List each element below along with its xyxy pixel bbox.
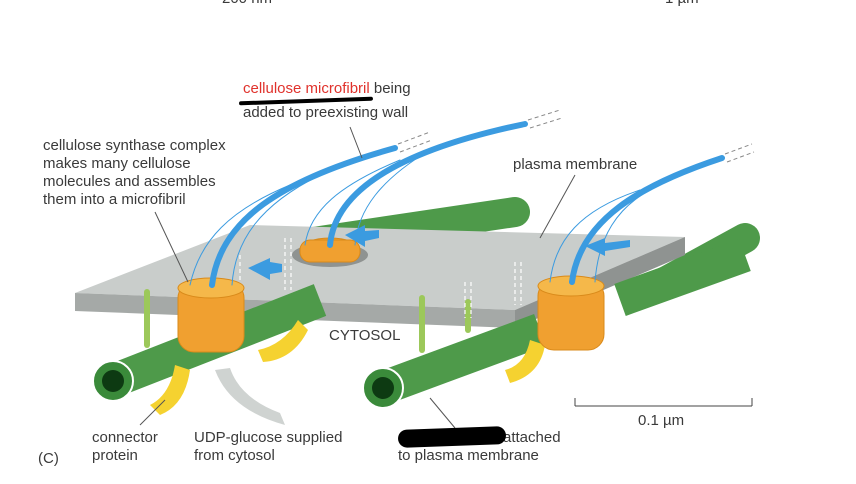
synthase-label-line4: them into a microfibril [43, 191, 186, 208]
connector-protein-2 [258, 320, 308, 362]
connector-label-line2: protein [92, 447, 138, 464]
cytosol-label: CYTOSOL [329, 327, 401, 344]
udp-glucose-arrow [215, 368, 285, 425]
leader-lines [139, 126, 576, 429]
connector-protein [150, 365, 190, 415]
connector-protein-3 [505, 340, 545, 383]
microfibril-label-line2: added to preexisting wall [243, 104, 409, 121]
connector-rods [144, 289, 471, 353]
microfibril-label-redacted: cellulose microfibril [243, 80, 370, 97]
udp-label-line2: from cytosol [194, 447, 275, 464]
scale-label-1um: 1 µm [665, 0, 699, 8]
connector-label-line1: connector [92, 429, 158, 446]
microtubule-lumen-right [372, 377, 394, 399]
plasma-membrane-label: plasma membrane [513, 156, 638, 173]
microtubule-lumen-left [102, 370, 124, 392]
redaction-scribble-2 [397, 426, 507, 448]
synthase-label-line1: cellulose synthase complex [43, 137, 226, 154]
synthase-complex-right [537, 275, 605, 351]
scale-bar-label: 0.1 µm [638, 412, 685, 429]
cellulose-microfibrils [189, 121, 725, 288]
scale-bar [574, 398, 753, 407]
udp-label-line1: UDP-glucose supplied [194, 429, 343, 446]
microtubule-label: attached [503, 429, 561, 446]
dashed-rods [239, 238, 522, 318]
synthase-label-line2: makes many cellulose [43, 155, 191, 172]
microfibril-label: being [373, 80, 411, 97]
microtubule-front-right [377, 314, 546, 404]
direction-arrows [248, 225, 630, 280]
synthase-complex-middle [299, 237, 361, 263]
panel-label: (C) [38, 450, 59, 467]
fibril-dashes [397, 109, 755, 163]
synthase-label-line3: molecules and assembles [43, 173, 216, 190]
synthase-complex-left [177, 277, 245, 353]
scale-label-200nm: 200 nm [222, 0, 272, 8]
microtubule-front-right-far [614, 239, 751, 316]
microtubule-label-line2: to plasma membrane [398, 447, 539, 464]
